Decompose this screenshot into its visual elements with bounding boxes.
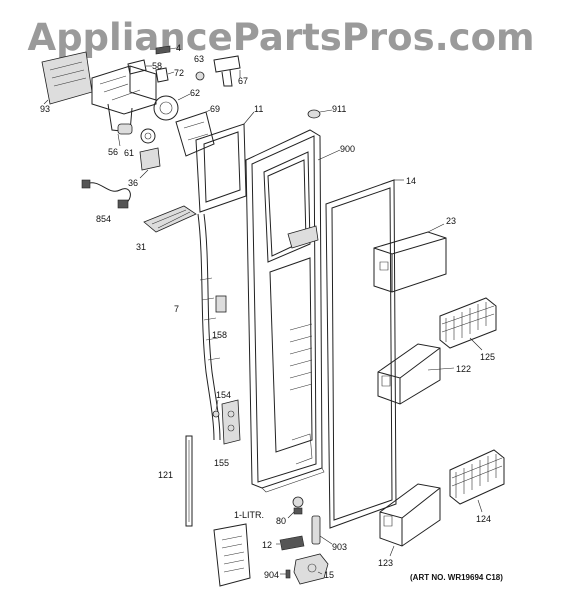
actuator-69	[175, 109, 215, 157]
label-15: 15	[324, 570, 334, 580]
label-7: 7	[174, 304, 179, 314]
part-4	[155, 45, 177, 55]
label-31: 31	[136, 242, 146, 252]
label-904: 904	[264, 570, 279, 580]
wire-basket-125	[439, 297, 497, 351]
screw-904	[280, 569, 291, 579]
label-72: 72	[174, 68, 184, 78]
trim-strip-121	[185, 435, 193, 527]
tube-903	[311, 515, 333, 545]
lever-rod-7	[197, 213, 221, 441]
dispenser-frame-11	[195, 111, 255, 213]
door-outer-900	[245, 129, 341, 493]
motor-62	[153, 93, 191, 121]
label-125: 125	[480, 352, 495, 362]
label-56: 56	[108, 147, 118, 157]
dispenser-housing	[91, 65, 157, 133]
door-bin-23	[373, 223, 447, 293]
label-14: 14	[406, 176, 416, 186]
grille-31	[143, 205, 197, 233]
part-158	[215, 295, 227, 313]
label-158: 158	[212, 330, 227, 340]
dispenser-cover-93	[41, 51, 93, 105]
hinge-155	[221, 399, 241, 445]
label-854: 854	[96, 214, 111, 224]
label-123: 123	[378, 558, 393, 568]
door-gasket-14	[325, 179, 404, 529]
part-154	[212, 399, 220, 418]
label-12: 12	[262, 540, 272, 550]
label-155: 155	[214, 458, 229, 468]
label-23: 23	[446, 216, 456, 226]
art-number-note: (ART NO. WR19694 C18)	[410, 573, 503, 582]
part-72	[155, 67, 175, 83]
label-903: 903	[332, 542, 347, 552]
wire-basket-124	[449, 449, 505, 513]
label-69: 69	[210, 104, 220, 114]
fitting-80	[287, 496, 304, 519]
part-58	[127, 59, 152, 75]
solenoid-56	[117, 123, 133, 147]
label-61: 61	[124, 148, 134, 158]
label-124: 124	[476, 514, 491, 524]
label-62: 62	[190, 88, 200, 98]
fitting-15	[293, 553, 329, 585]
switch-36	[139, 147, 161, 179]
door-bin-123	[379, 483, 441, 557]
booklet-1-litr	[213, 523, 251, 587]
label-93: 93	[40, 104, 50, 114]
cap-911	[307, 109, 333, 119]
clip-12	[276, 535, 305, 551]
label-154: 154	[216, 390, 231, 400]
door-bin-122	[377, 343, 455, 405]
label-58: 58	[152, 61, 162, 71]
label-63: 63	[194, 54, 204, 64]
label-67: 67	[238, 76, 248, 86]
label-11: 11	[254, 104, 263, 114]
label-900: 900	[340, 144, 355, 154]
label-911: 911	[332, 104, 346, 114]
label-121: 121	[158, 470, 173, 480]
wire-harness-854	[81, 179, 131, 209]
label-122: 122	[456, 364, 471, 374]
label-36: 36	[128, 178, 138, 188]
watermark-text: AppliancePartsPros.com	[27, 16, 534, 59]
label-4: 4	[176, 43, 181, 53]
part-61	[140, 128, 156, 144]
label-80: 80	[276, 516, 286, 526]
part-63-67-bracket	[195, 55, 241, 87]
label-1-litr: 1-LITR.	[234, 510, 264, 520]
